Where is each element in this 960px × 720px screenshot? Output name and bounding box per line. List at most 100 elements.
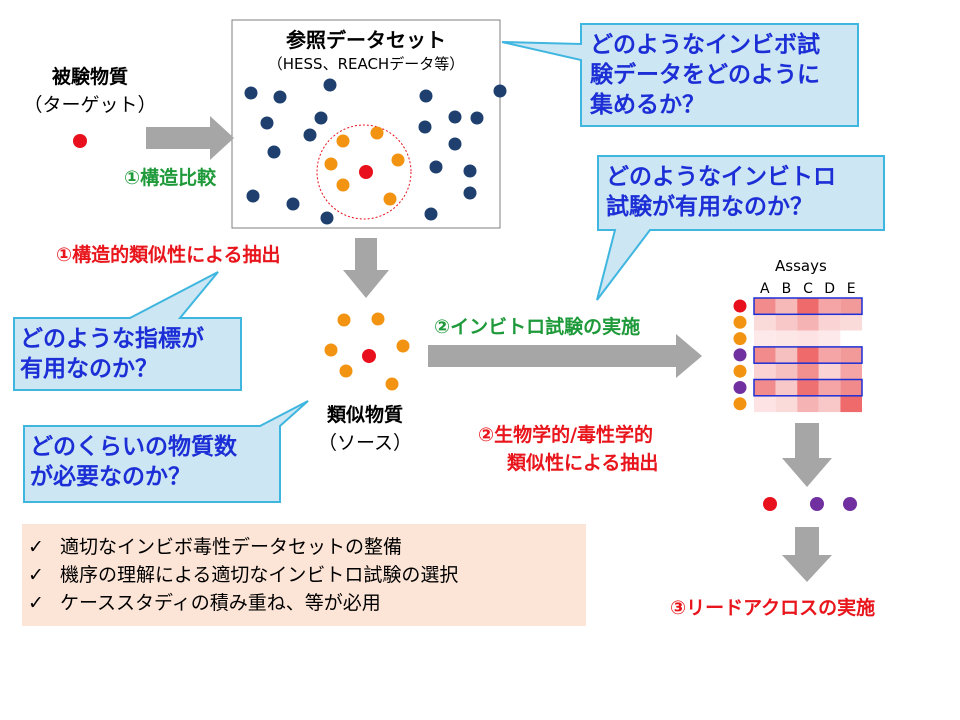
heatmap-cell — [840, 379, 862, 396]
note-text: 機序の理解による適切なインビトロ試験の選択 — [60, 564, 459, 586]
heatmap-row-dot — [733, 381, 747, 394]
dataset-subtitle: （HESS、REACHデータ等） — [267, 55, 465, 73]
heatmap-cell — [775, 346, 798, 364]
dataset-dot — [418, 120, 432, 134]
heatmap-row-dot — [733, 348, 747, 362]
heatmap-cell — [840, 314, 862, 331]
dataset-dot — [448, 110, 462, 124]
question-count: どのくらいの物質数 が必要なのか？ — [30, 432, 237, 492]
bubble-metric — [13, 271, 242, 391]
source-subtitle: （ソース） — [317, 432, 413, 454]
heatmap-cell — [754, 330, 776, 347]
target-in-dataset-dot — [359, 165, 373, 179]
dataset-dot — [419, 89, 433, 103]
target-subtitle: （ターゲット） — [23, 94, 157, 116]
question-invivo-line3: 集めるか？ — [590, 92, 705, 118]
heatmap-cell — [818, 379, 841, 396]
dataset-dot — [273, 90, 287, 104]
heatmap-cell — [754, 314, 776, 331]
step-bio-line1: ②生物学的/毒性学的 — [478, 424, 654, 446]
check-icon: ✓ — [28, 592, 44, 614]
assay-column-label: D — [824, 281, 835, 297]
heatmap-cell — [818, 314, 841, 331]
dataset-dot — [303, 128, 317, 142]
source-dot — [385, 377, 399, 391]
arrow-to-dataset — [146, 116, 234, 160]
dataset-dot — [323, 78, 337, 92]
dataset-title: 参照データセット — [286, 28, 446, 52]
heatmap-cell — [840, 330, 862, 347]
heatmap-cell — [818, 298, 841, 315]
note-item: ✓適切なインビボ毒性データセットの整備 — [28, 533, 458, 561]
step-compare: ①構造比較 — [124, 167, 217, 189]
selected-dot — [810, 497, 824, 511]
heatmap-row-dot — [733, 332, 747, 346]
arrow-down-assays — [782, 423, 832, 487]
note-text: ケーススタディの積み重ね、等が必用 — [60, 592, 381, 614]
target-title: 被験物質 — [51, 66, 128, 88]
heatmap-cell — [775, 330, 798, 347]
dataset-dot — [267, 145, 281, 159]
assay-column-label: C — [803, 281, 813, 297]
source-dot — [324, 343, 338, 357]
heatmap-cell — [775, 395, 798, 413]
question-invivo: どのようなインビボ試 験データをどのように 集めるか？ — [590, 30, 820, 120]
similar-dot — [324, 157, 338, 171]
highlighted-row — [753, 346, 863, 364]
note-item: ✓ ケーススタディの積み重ね、等が必用 — [28, 589, 458, 617]
similar-dot — [370, 126, 384, 140]
heatmap-cell — [818, 363, 841, 380]
dataset-dot — [463, 164, 477, 178]
dataset-box — [231, 19, 501, 229]
step-read-across: ③リードアクロスの実施 — [670, 597, 876, 619]
heatmap-row-dot — [733, 315, 747, 329]
similar-dot — [391, 153, 405, 167]
source-dot — [339, 364, 353, 378]
step-invitro: ②インビトロ試験の実施 — [434, 316, 641, 338]
heatmap-cell — [840, 298, 862, 315]
question-invitro-line2: 試験が有用なのか？ — [606, 194, 813, 220]
arrow-down-selected — [782, 527, 832, 582]
heatmap-cell — [775, 379, 798, 396]
heatmap-cell — [754, 395, 776, 413]
heatmap-cell — [797, 330, 819, 347]
dataset-dot — [320, 211, 334, 225]
heatmap-cell — [818, 330, 841, 347]
heatmap-cell — [797, 298, 819, 315]
source-title: 類似物質 — [326, 404, 403, 426]
assay-column-label: A — [760, 281, 770, 297]
bubble-invivo — [501, 23, 859, 127]
dataset-dot — [470, 111, 484, 125]
heatmap-cell — [840, 363, 862, 380]
bubble-invitro — [596, 155, 885, 301]
check-icon: ✓ — [28, 536, 44, 558]
heatmap-cell — [775, 363, 798, 380]
selected-dot — [763, 497, 777, 511]
source-target-dot — [362, 349, 376, 363]
question-metric-line2: 有用なのか？ — [20, 356, 158, 382]
question-count-line1: どのくらいの物質数 — [30, 434, 237, 460]
question-count-line2: が必要なのか？ — [30, 464, 191, 490]
heatmap-cell — [797, 363, 819, 380]
dataset-dot — [244, 86, 258, 100]
dataset-dot — [246, 189, 260, 203]
heatmap-cell — [754, 346, 776, 364]
source-dot — [337, 313, 351, 327]
source-dot — [371, 312, 385, 326]
highlighted-row — [753, 378, 863, 397]
arrow-down-dataset — [343, 238, 389, 298]
dataset-dot — [314, 111, 328, 125]
heatmap-cell — [797, 346, 819, 364]
question-invitro: どのようなインビトロ 試験が有用なのか？ — [606, 162, 836, 222]
dataset-dot — [260, 116, 274, 130]
dataset-dot — [463, 186, 477, 200]
heatmap-cell — [754, 379, 776, 396]
dataset-dot — [429, 160, 443, 174]
heatmap-cell — [754, 298, 776, 315]
assay-columns: A B C D E — [754, 281, 862, 299]
similar-dot — [336, 178, 350, 192]
dataset-dot — [286, 197, 300, 211]
heatmap-cell — [840, 395, 862, 413]
notes-box: ✓適切なインビボ毒性データセットの整備 ✓ 機序の理解による適切なインビトロ試験の… — [22, 524, 586, 626]
